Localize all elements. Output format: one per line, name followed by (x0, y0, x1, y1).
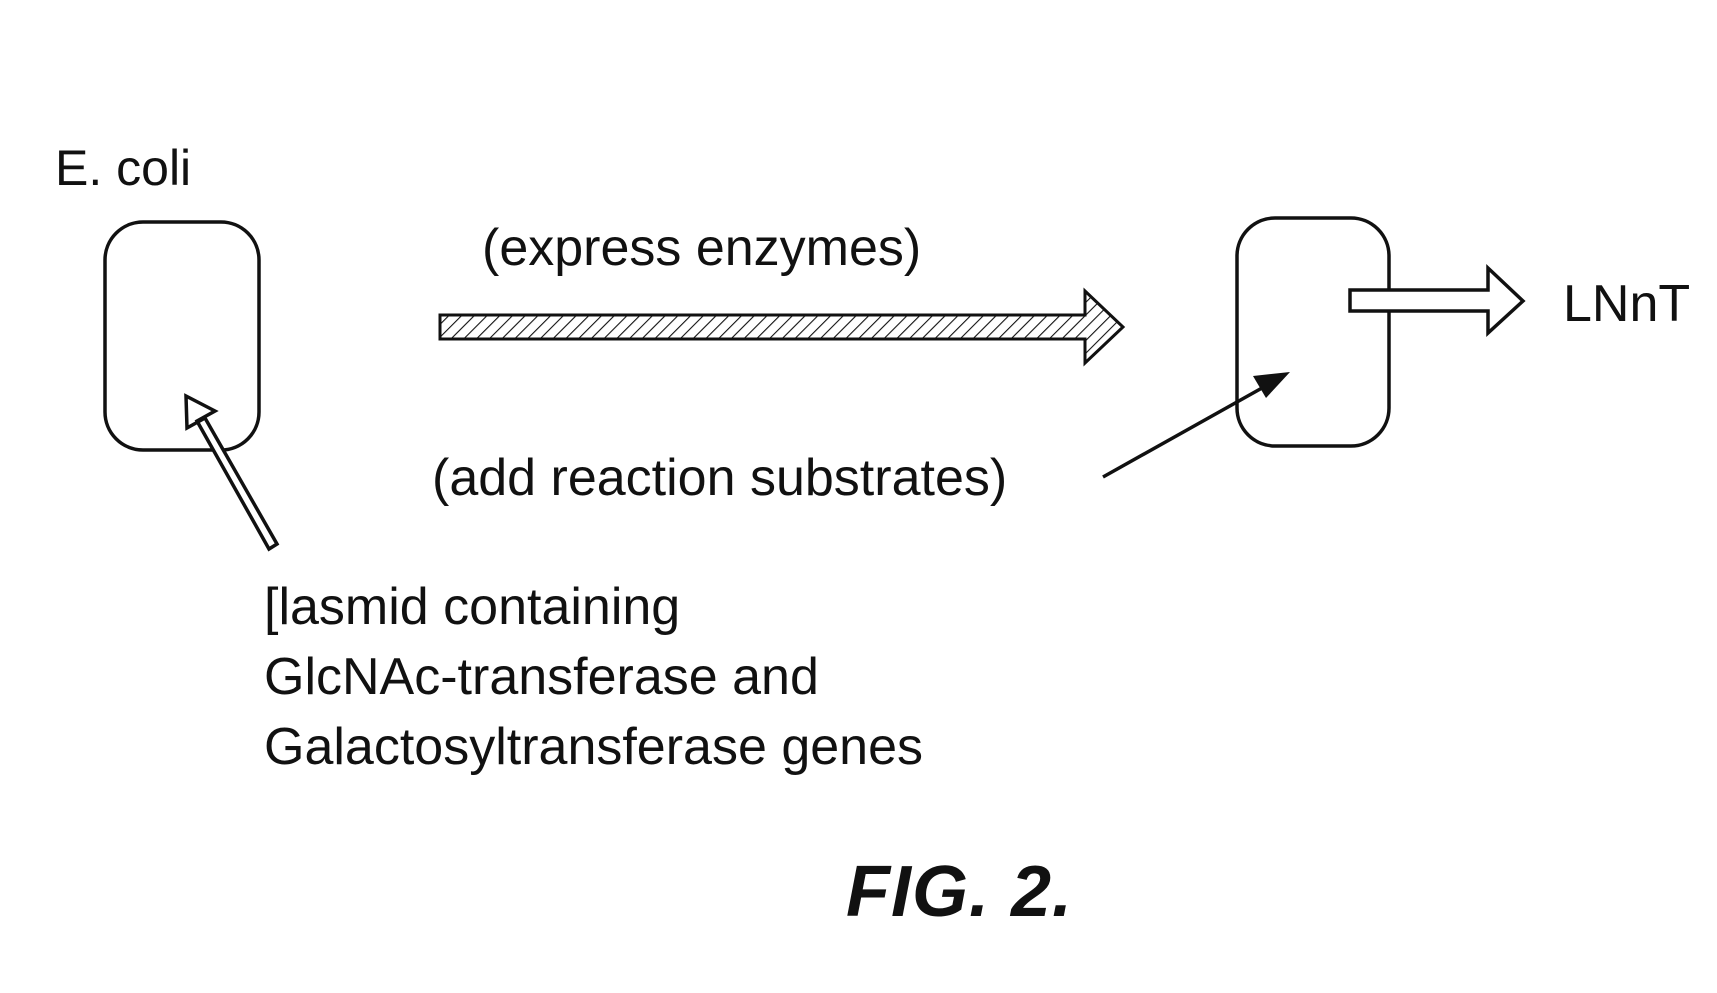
add-substrates-label: (add reaction substrates) (432, 452, 1007, 504)
product-arrow-icon (1350, 268, 1523, 333)
plasmid-insert-arrow-icon (186, 396, 277, 549)
hatched-arrow-icon (440, 291, 1123, 363)
ecoli-cell (105, 222, 259, 450)
figure-caption: FIG. 2. (846, 856, 1073, 928)
plasmid-line: GlcNAc-transferase and (264, 642, 923, 712)
substrate-arrow-icon (1103, 372, 1290, 477)
plasmid-line: [lasmid containing (264, 572, 923, 642)
organism-label: E. coli (55, 143, 191, 193)
expressing-cell (1237, 218, 1389, 446)
express-enzymes-label: (express enzymes) (482, 222, 921, 274)
product-label: LNnT (1563, 278, 1690, 330)
plasmid-line: Galactosyltransferase genes (264, 712, 923, 782)
plasmid-description: [lasmid containing GlcNAc-transferase an… (264, 572, 923, 782)
